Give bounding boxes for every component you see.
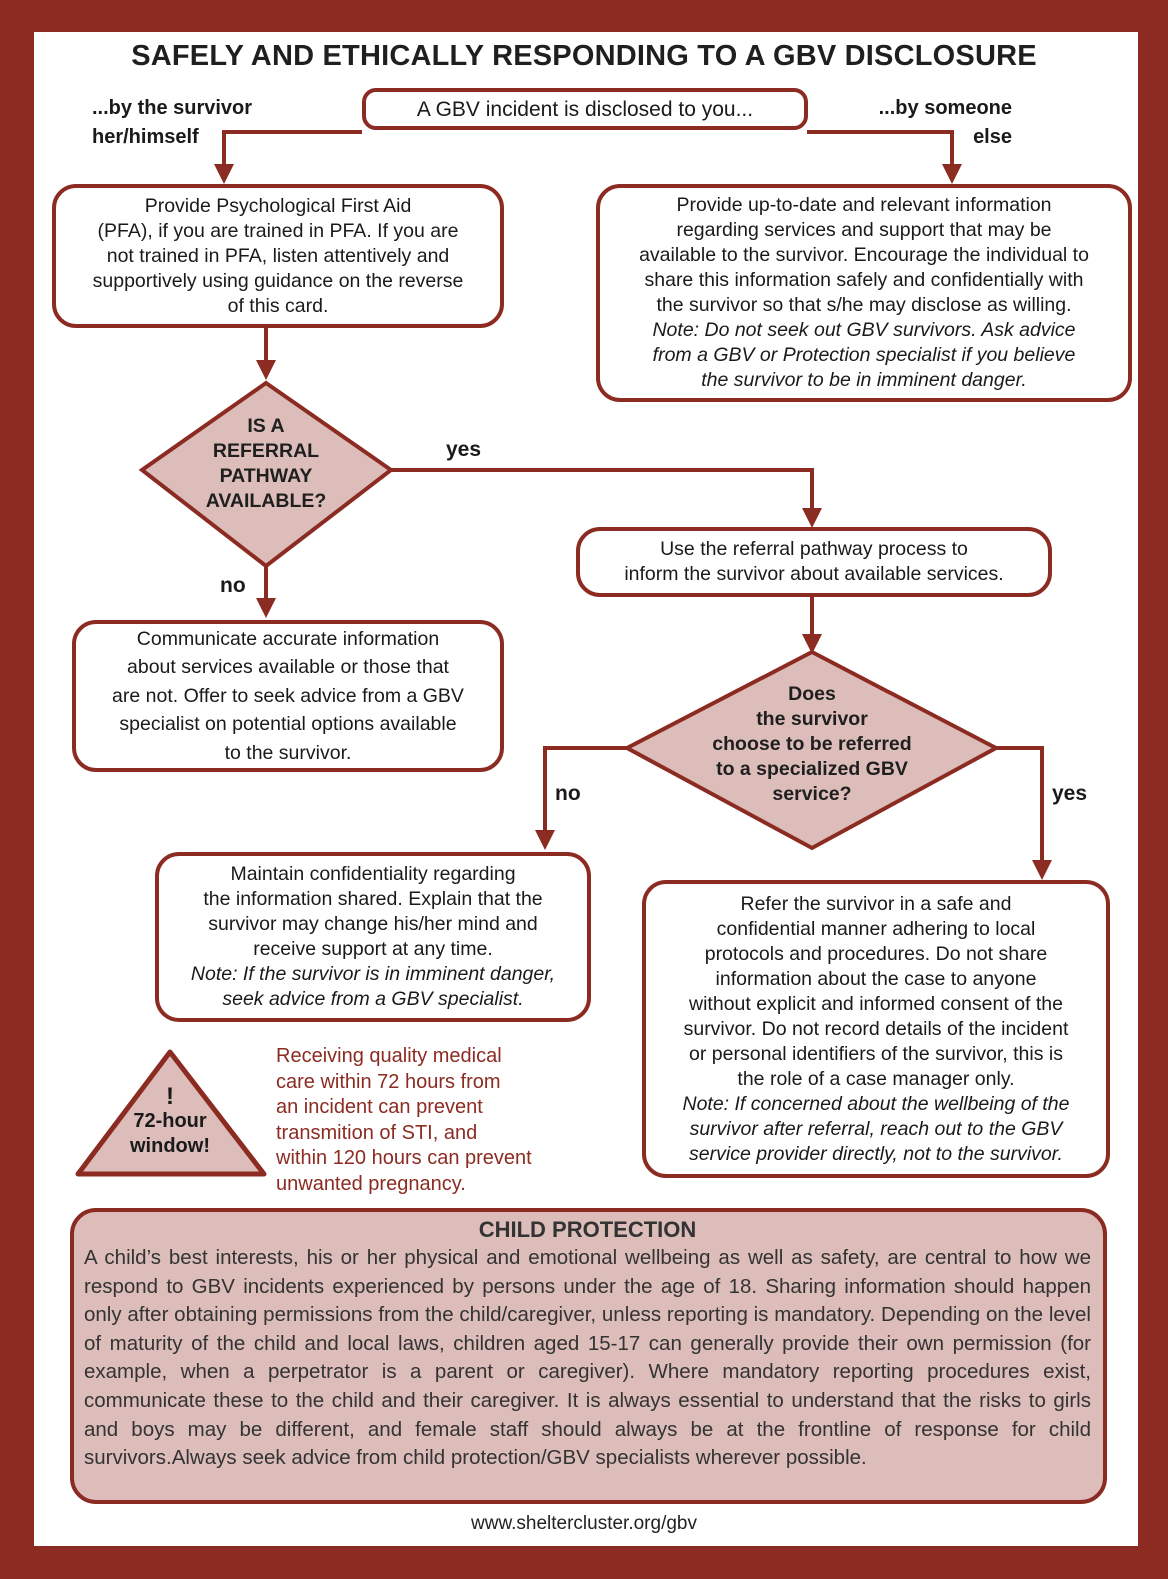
yes-label-2: yes [1052,782,1088,805]
diamond2-line: choose to be referred [712,733,912,755]
page-title: SAFELY AND ETHICALLY RESPONDING TO A GBV… [131,40,1037,72]
child-protection-heading: CHILD PROTECTION [478,1217,697,1242]
info-line: Provide up-to-date and relevant informat… [676,194,1052,216]
confidential-note-line: Note: If the survivor is in imminent dan… [190,963,556,985]
refer-line: protocols and procedures. Do not share [704,942,1048,965]
info-box: Provide up-to-date and relevant informat… [596,184,1132,402]
info-note-line: the survivor to be in imminent danger. [701,369,1027,391]
confidential-line: receive support at any time. [253,938,493,960]
diamond2-line: the survivor [756,708,868,730]
refer-survivor-box: Refer the survivor in a safe and confide… [642,880,1110,1178]
communicate-line: specialist on potential options availabl… [119,713,457,736]
survivor-label: ...by the survivor her/himself [92,94,252,152]
referred-decision-diamond [622,649,1001,851]
someone-else-label-line1: ...by someone [878,97,1012,119]
communicate-line: are not. Offer to seek advice from a GBV [112,684,464,707]
referral-pathway-box: Use the referral pathway process to info… [576,527,1052,597]
child-protection-text: A child’s best interests, his or her phy… [84,1246,1091,1470]
referral-line: Use the referral pathway process to [660,538,968,560]
confidential-line: survivor may change his/her mind and [208,913,538,935]
diamond1-line: PATHWAY [219,465,313,487]
no-label-1: no [220,574,246,597]
info-line: regarding services and support that may … [676,219,1052,241]
refer-line: survivor. Do not record details of the i… [683,1017,1069,1040]
refer-note-line: survivor after referral, reach out to th… [689,1117,1063,1140]
diamond1-line: IS A [247,415,285,437]
warning-label: ! 72-hour window! [100,1084,240,1159]
referral-line: inform the survivor about available serv… [624,563,1004,585]
confidential-note-line: seek advice from a GBV specialist. [222,988,524,1010]
refer-note-line: service provider directly, not to the su… [689,1142,1063,1165]
refer-line: or personal identifiers of the survivor,… [689,1042,1063,1065]
pfa-line: not trained in PFA, listen attentively a… [106,244,450,267]
diamond1-line: REFERRAL [212,440,320,462]
info-line: share this information safely and confid… [644,269,1084,291]
diamond2-line: Does [788,683,836,705]
referral-decision-diamond [138,380,395,569]
refer-line: without explicit and informed consent of… [689,992,1063,1015]
pfa-line: supportively using guidance on the rever… [92,269,464,292]
pfa-line: Provide Psychological First Aid [144,194,412,217]
footer-url: www.sheltercluster.org/gbv [471,1513,697,1534]
someone-else-label-line2: else [973,126,1012,148]
refer-note-line: Note: If concerned about the wellbeing o… [682,1092,1070,1115]
refer-line: Refer the survivor in a safe and [740,892,1012,915]
communicate-line: about services available or those that [127,656,449,679]
communicate-box: Communicate accurate information about s… [72,620,504,772]
yes-label-1: yes [446,438,482,461]
warning-label-line1: 72-hour [133,1110,207,1132]
referral-decision-text: IS A REFERRAL PATHWAY AVAILABLE? [176,414,356,514]
medical-care-line: within 120 hours can prevent [276,1147,532,1169]
child-protection-panel: CHILD PROTECTION A child’s best interest… [70,1208,1107,1504]
pfa-line: of this card. [227,294,329,317]
refer-line: confidential manner adhering to local [716,917,1036,940]
pfa-line: (PFA), if you are trained in PFA. If you… [97,219,459,242]
diamond1-line: AVAILABLE? [205,490,327,512]
medical-care-line: Receiving quality medical [276,1045,502,1067]
survivor-label-line1: ...by the survivor [92,97,253,119]
communicate-line: Communicate accurate information [136,627,440,650]
info-line: available to the survivor. Encourage the… [639,244,1089,266]
exclamation-icon: ! [166,1083,174,1110]
confidential-line: the information shared. Explain that the [203,888,543,910]
diamond2-line: service? [772,783,852,805]
someone-else-label: ...by someone else [862,94,1012,152]
warning-label-line2: window! [130,1135,210,1157]
medical-care-line: an incident can prevent [276,1096,483,1118]
medical-care-notice: Receiving quality medical care within 72… [276,1044,532,1197]
diamond2-line: to a specialized GBV [716,758,908,780]
info-line: the survivor so that s/he may disclose a… [656,294,1072,316]
refer-line: information about the case to anyone [715,967,1037,990]
disclosure-box: A GBV incident is disclosed to you... [362,88,808,130]
info-note-line: Note: Do not seek out GBV survivors. Ask… [652,319,1076,341]
referred-decision-text: Does the survivor choose to be referred … [682,682,942,807]
refer-line: the role of a case manager only. [737,1067,1015,1090]
disclosure-text: A GBV incident is disclosed to you... [416,97,754,121]
warning-triangle-icon [75,1049,267,1177]
no-label-2: no [555,782,581,805]
communicate-line: to the survivor. [224,741,352,764]
confidentiality-box: Maintain confidentiality regarding the i… [155,852,591,1022]
medical-care-line: unwanted pregnancy. [276,1172,466,1195]
pfa-box: Provide Psychological First Aid (PFA), i… [52,184,504,328]
info-note-line: from a GBV or Protection specialist if y… [652,344,1076,366]
confidential-line: Maintain confidentiality regarding [230,863,516,885]
survivor-label-line2: her/himself [92,126,199,148]
medical-care-line: care within 72 hours from [276,1070,501,1093]
medical-care-line: transmition of STI, and [276,1121,478,1144]
